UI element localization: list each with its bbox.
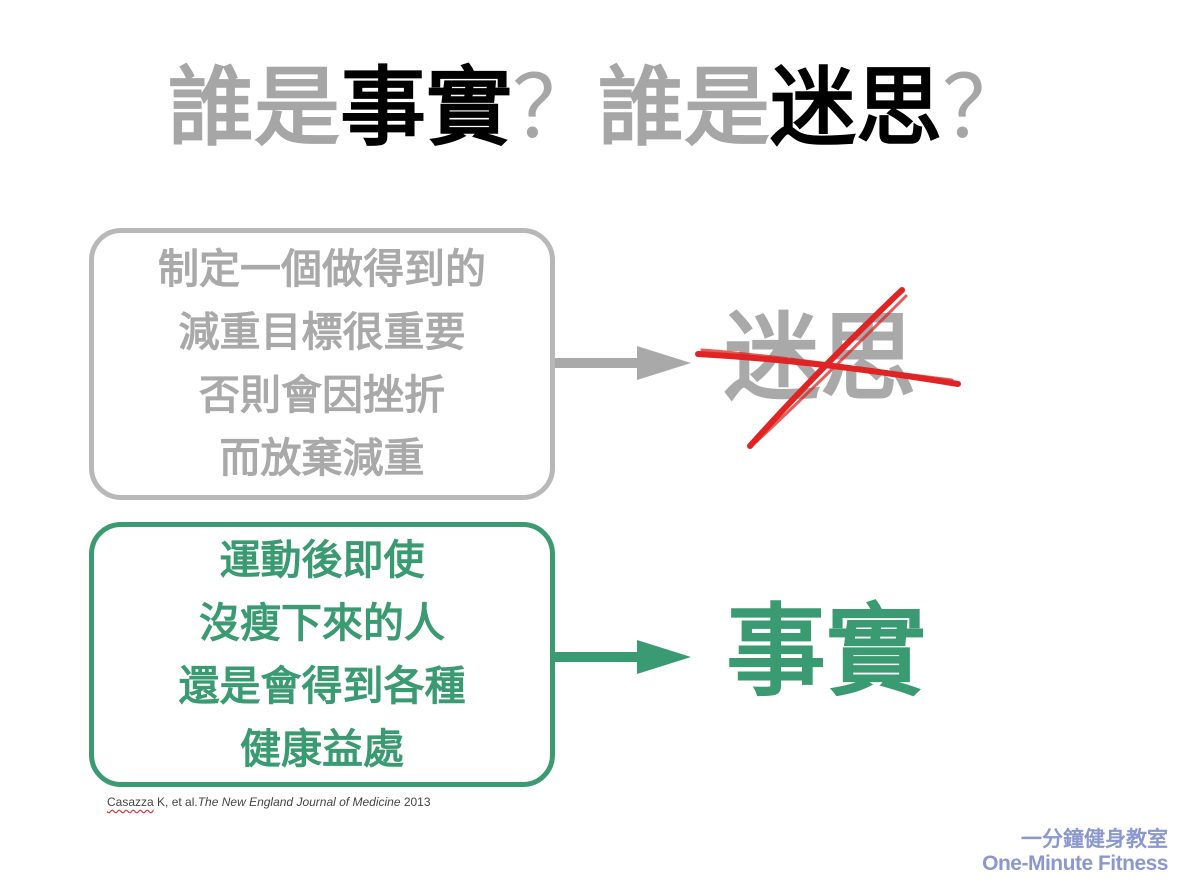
- strikethrough-x-icon: [695, 287, 961, 449]
- myth-claim-line: 而放棄減重: [219, 434, 425, 482]
- title-who-2: 誰是: [598, 58, 770, 158]
- fact-claim-line: 沒瘦下來的人: [199, 598, 445, 647]
- fact-claim-line: 運動後即使: [219, 535, 425, 584]
- title-question-2: ？: [942, 58, 1028, 158]
- title-who-1: 誰是: [168, 58, 340, 158]
- title-question-1: ？: [512, 58, 598, 158]
- slide-title: 誰是事實？誰是迷思？: [0, 48, 1196, 168]
- fact-claim-line: 健康益處: [240, 724, 404, 773]
- myth-claim-line: 制定一個做得到的: [158, 245, 486, 293]
- citation: Casazza K, et al.The New England Journal…: [107, 795, 431, 809]
- title-fact: 事實: [340, 58, 512, 158]
- citation-author: Casazza: [107, 795, 154, 809]
- brand-name-en: One-Minute Fitness: [982, 852, 1168, 875]
- fact-arrow-icon: [555, 640, 691, 674]
- brand-logo: 一分鐘健身教室 One-Minute Fitness: [982, 826, 1168, 876]
- myth-claim-box: 制定一個做得到的 減重目標很重要 否則會因挫折 而放棄減重: [89, 228, 555, 500]
- myth-claim-line: 否則會因挫折: [199, 371, 445, 419]
- myth-claim-line: 減重目標很重要: [178, 308, 466, 356]
- fact-claim-box: 運動後即使 沒瘦下來的人 還是會得到各種 健康益處: [89, 522, 555, 787]
- citation-year: 2013: [400, 795, 431, 809]
- citation-authors-rest: K, et al.: [153, 795, 198, 809]
- fact-verdict: 事實: [726, 593, 926, 710]
- brand-name-zh: 一分鐘健身教室: [1021, 827, 1168, 851]
- myth-arrow-icon: [555, 346, 691, 380]
- fact-claim-line: 還是會得到各種: [178, 661, 466, 710]
- citation-journal: The New England Journal of Medicine: [197, 795, 401, 809]
- title-myth: 迷思: [770, 58, 942, 158]
